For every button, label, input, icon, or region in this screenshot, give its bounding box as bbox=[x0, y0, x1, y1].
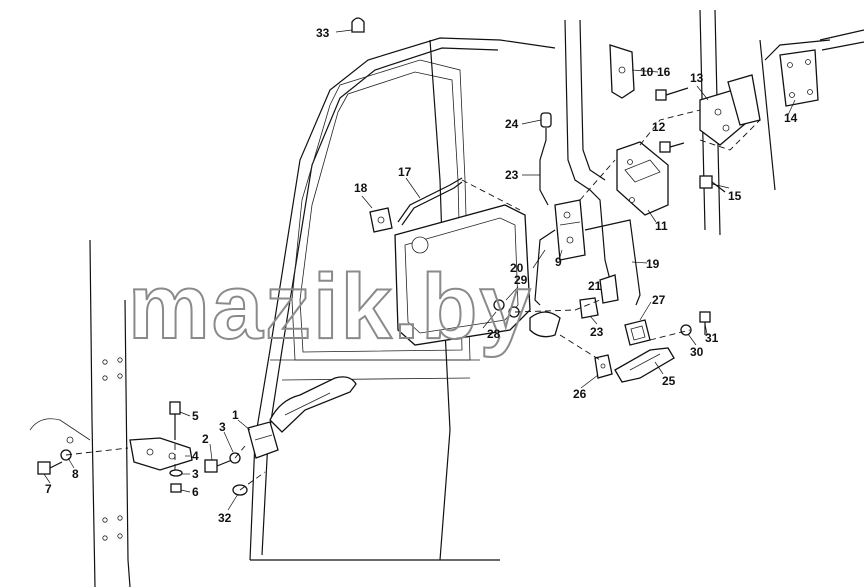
lock-mechanism-part-9 bbox=[554, 199, 586, 261]
inner-handle-part-25 bbox=[614, 347, 675, 383]
striker-plate-part-13 bbox=[699, 74, 761, 146]
callout-26: 26 bbox=[573, 387, 587, 401]
rod-part-19 bbox=[584, 219, 641, 306]
callout-5: 5 bbox=[192, 409, 199, 423]
callout-33: 33 bbox=[316, 26, 330, 40]
escutcheon-part-26 bbox=[594, 354, 613, 379]
lock-button-part-18 bbox=[369, 207, 393, 233]
nut-part-6 bbox=[170, 483, 182, 493]
bolt-part-12 bbox=[659, 141, 685, 153]
callout-11: 11 bbox=[655, 219, 668, 233]
leader-lines bbox=[43, 29, 796, 511]
callout-32: 32 bbox=[218, 511, 232, 525]
callout-12: 12 bbox=[652, 120, 666, 134]
callout-23-upper: 23 bbox=[505, 168, 519, 182]
striker-part-11 bbox=[616, 141, 669, 216]
bolt-part-2 bbox=[204, 459, 233, 473]
callout-27: 27 bbox=[652, 293, 666, 307]
bolt-part-7 bbox=[37, 461, 63, 475]
outer-door-handle bbox=[269, 376, 357, 433]
callout-31: 31 bbox=[705, 331, 719, 345]
callout-6: 6 bbox=[192, 485, 199, 499]
lever-part-21 bbox=[599, 274, 619, 304]
bracket-part-10 bbox=[609, 44, 635, 99]
callout-3-upper: 3 bbox=[219, 420, 226, 434]
callout-19: 19 bbox=[646, 257, 660, 271]
cover-part-28 bbox=[529, 311, 561, 338]
callout-1: 1 bbox=[232, 408, 239, 422]
callout-16: 16 bbox=[657, 65, 671, 79]
left-door-frame bbox=[29, 239, 131, 587]
callout-18: 18 bbox=[354, 181, 368, 195]
assembly-lines bbox=[65, 109, 761, 491]
rod-part-17 bbox=[397, 177, 463, 226]
bolt-part-16 bbox=[655, 87, 689, 101]
callout-28: 28 bbox=[487, 327, 501, 341]
bolt-part-15 bbox=[699, 175, 726, 193]
callout-20: 20 bbox=[510, 261, 524, 275]
callout-4: 4 bbox=[192, 449, 199, 463]
callout-17: 17 bbox=[398, 165, 412, 179]
knob-part-24 bbox=[540, 112, 552, 128]
watermark: mazik.by bbox=[128, 256, 533, 358]
callout-labels: 33 10 16 13 14 24 12 23 17 18 15 11 20 9… bbox=[45, 26, 798, 525]
callout-15: 15 bbox=[728, 189, 742, 203]
callout-9: 9 bbox=[555, 255, 562, 269]
rod-part-23-upper bbox=[539, 128, 549, 206]
callout-23-lower: 23 bbox=[590, 325, 604, 339]
callout-21: 21 bbox=[588, 279, 602, 293]
hinge-block-part-1 bbox=[247, 421, 279, 459]
callout-13: 13 bbox=[690, 71, 704, 85]
callout-2: 2 bbox=[202, 432, 209, 446]
hinge-arm-part-4 bbox=[129, 437, 193, 471]
callout-30: 30 bbox=[690, 345, 704, 359]
plate-part-14 bbox=[779, 49, 819, 107]
clip-part-23-lower bbox=[579, 297, 599, 319]
bezel-part-27 bbox=[624, 319, 651, 346]
rod-part-20 bbox=[534, 229, 556, 306]
washer-part-3-lower bbox=[169, 469, 183, 477]
callout-24: 24 bbox=[505, 117, 519, 131]
washer-part-30 bbox=[680, 324, 692, 336]
callout-25: 25 bbox=[662, 374, 676, 388]
callout-29: 29 bbox=[514, 273, 528, 287]
callout-14: 14 bbox=[784, 111, 798, 125]
callout-8: 8 bbox=[72, 467, 79, 481]
callout-3-lower: 3 bbox=[192, 467, 199, 481]
callout-7: 7 bbox=[45, 482, 52, 496]
plug-part-33 bbox=[351, 17, 365, 33]
nut-part-29 bbox=[493, 299, 520, 318]
callout-10: 10 bbox=[640, 65, 654, 79]
